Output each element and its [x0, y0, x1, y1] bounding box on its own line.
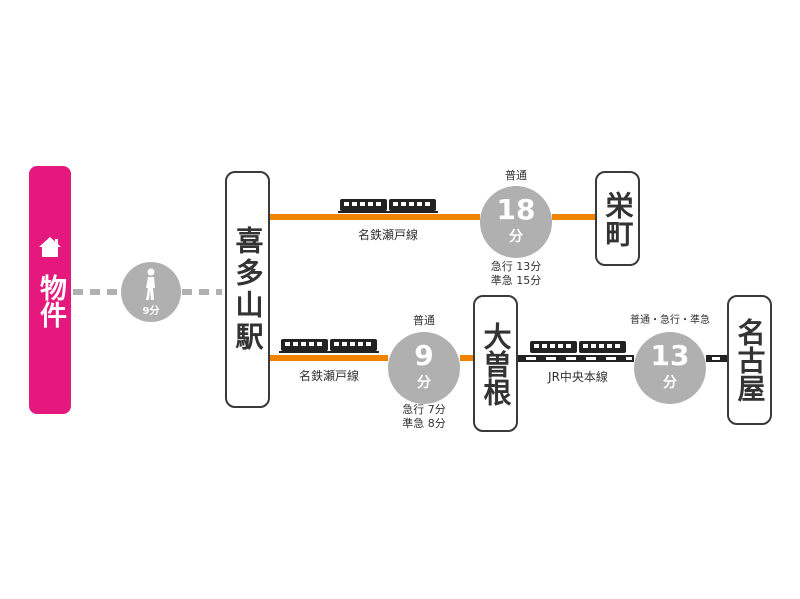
- time-unit-nagoya: 分: [663, 375, 677, 391]
- walk-time-circle: 9分: [121, 262, 181, 322]
- train-icon: [338, 199, 438, 213]
- station-kitayama: 喜多山駅: [225, 171, 270, 408]
- walk-time: 9分: [142, 306, 160, 317]
- time-circle-sakae: 18 分: [480, 186, 552, 258]
- train-icon-3: [530, 341, 626, 353]
- line-label-jr: JR中央本線: [548, 370, 608, 384]
- alt-time-sakae-2: 準急 15分: [490, 274, 542, 287]
- station-kitayama-label: 喜多山駅: [231, 225, 265, 354]
- station-ozone: 大曽根: [473, 295, 518, 432]
- service-label-sakae: 普通: [505, 169, 527, 182]
- line-label-meitetsu-sakae: 名鉄瀬戸線: [357, 228, 418, 242]
- service-label-ozone: 普通: [413, 314, 435, 327]
- alt-time-sakae-1: 急行 13分: [490, 260, 542, 273]
- train-icon-2: [279, 339, 379, 353]
- station-sakae-label: 栄町: [601, 190, 635, 247]
- time-circle-ozone: 9 分: [388, 332, 460, 404]
- time-unit-ozone: 分: [417, 375, 431, 391]
- jr-line: [518, 355, 727, 362]
- service-label-nagoya: 普通・急行・準急: [630, 315, 710, 326]
- property-label: 物件: [35, 274, 66, 328]
- line-label-meitetsu-ozone: 名鉄瀬戸線: [298, 369, 359, 383]
- station-nagoya-label: 名古屋: [733, 318, 767, 402]
- station-nagoya: 名古屋: [727, 295, 772, 425]
- property-box: 物件: [29, 166, 71, 414]
- walking-person-icon: [146, 268, 155, 300]
- station-ozone-label: 大曽根: [479, 321, 513, 406]
- house-icon: [39, 237, 61, 257]
- alt-time-ozone-1: 急行 7分: [402, 403, 446, 416]
- time-minutes-ozone: 9: [414, 339, 434, 372]
- time-unit-sakae: 分: [509, 229, 523, 245]
- alt-time-ozone-2: 準急 8分: [402, 417, 446, 430]
- time-minutes-sakae: 18: [496, 193, 536, 226]
- time-circle-nagoya: 13 分: [634, 332, 706, 404]
- station-sakae: 栄町: [595, 171, 640, 266]
- time-minutes-nagoya: 13: [650, 339, 690, 372]
